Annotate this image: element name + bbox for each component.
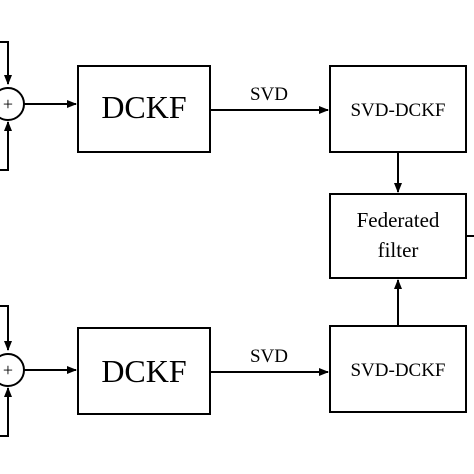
top-branch: + DCKF SVD SVD-DCKF — [0, 41, 467, 171]
bottom-input-lower-line — [0, 387, 12, 437]
fusion-block-group: Federated filter — [329, 152, 474, 326]
bottom-summing-symbol: + — [3, 360, 13, 380]
top-dckf-block — [77, 65, 211, 153]
federated-filter-label-line2: filter — [378, 238, 419, 262]
bottom-svd-dckf-block — [329, 325, 467, 413]
bottom-dckf-block — [77, 327, 211, 415]
top-summing-symbol: + — [3, 94, 13, 114]
federated-filter-block — [329, 193, 467, 279]
top-svd-arrow-label: SVD — [250, 84, 288, 105]
bottom-svd-arrow-label: SVD — [250, 346, 288, 367]
bottom-input-upper-line — [0, 305, 12, 351]
bottom-svd-dckf-label: SVD-DCKF — [350, 360, 445, 381]
top-svd-dckf-block — [329, 65, 467, 153]
top-input-lower-line — [0, 121, 12, 171]
bottom-branch: + DCKF SVD SVD-DCKF — [0, 305, 467, 437]
top-svd-dckf-label: SVD-DCKF — [350, 100, 445, 121]
federated-filter-label-line1: Federated — [357, 208, 440, 232]
bottom-dckf-label: DCKF — [101, 353, 186, 389]
top-input-upper-line — [0, 41, 12, 85]
top-dckf-label: DCKF — [101, 89, 186, 125]
